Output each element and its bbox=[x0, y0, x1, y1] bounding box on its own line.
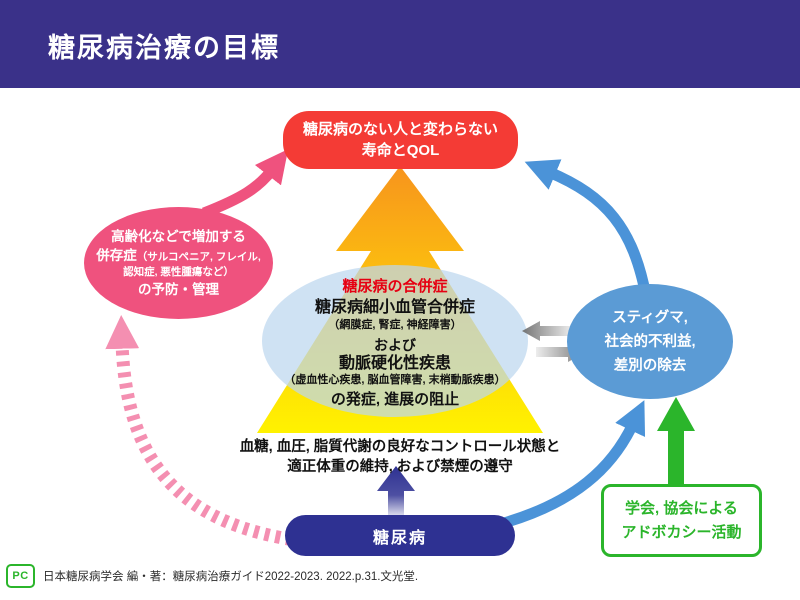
diabetes-node: 糖尿病 bbox=[285, 515, 515, 556]
control-line1: 血糖, 血圧, 脂質代謝の良好なコントロール状態と bbox=[239, 439, 561, 455]
complications-line1: 糖尿病細小血管合併症 bbox=[314, 299, 475, 316]
advocacy-line1: 学会, 協会による bbox=[625, 499, 738, 517]
gray-arrow-left-icon bbox=[522, 321, 572, 341]
complications-line6: の発症, 進展の阻止 bbox=[330, 391, 460, 408]
pc-logo-icon: PC bbox=[6, 564, 35, 588]
complications-line4: 動脈硬化性疾患 bbox=[338, 355, 451, 372]
comorbidity-line2: 併存症（サルコペニア, フレイル, bbox=[96, 247, 261, 263]
complications-text: 糖尿病の合併症 糖尿病細小血管合併症 （網膜症, 腎症, 神経障害） および 動… bbox=[243, 277, 547, 410]
advocacy-node: 学会, 協会による アドボカシー活動 bbox=[601, 484, 762, 557]
footer: PC 日本糖尿病学会 編・著：糖尿病治療ガイド2022-2023. 2022.p… bbox=[6, 564, 418, 588]
goal-node: 糖尿病のない人と変わらない 寿命とQOL bbox=[283, 111, 518, 169]
header-bar: 糖尿病治療の目標 bbox=[0, 0, 800, 88]
control-text: 血糖, 血圧, 脂質代謝の良好なコントロール状態と 適正体重の維持, および禁煙… bbox=[208, 437, 592, 477]
navy-arrow-icon bbox=[377, 466, 415, 519]
diabetes-label: 糖尿病 bbox=[372, 529, 427, 547]
citation-text: 日本糖尿病学会 編・著：糖尿病治療ガイド2022-2023. 2022.p.31… bbox=[43, 571, 419, 583]
control-line2: 適正体重の維持, および禁煙の遵守 bbox=[287, 459, 513, 475]
stigma-line3: 差別の除去 bbox=[613, 357, 687, 374]
pink-curved-arrow-icon bbox=[201, 149, 289, 219]
green-arrow-icon bbox=[657, 397, 695, 488]
dashed-pink-arc-arrow-icon bbox=[105, 314, 303, 548]
blue-curved-arrow-top-icon bbox=[524, 159, 652, 298]
goal-line2: 寿命とQOL bbox=[361, 142, 440, 159]
complications-line5: （虚血性心疾患, 脳血管障害, 末梢動脈疾患） bbox=[284, 374, 506, 386]
complications-heading: 糖尿病の合併症 bbox=[342, 278, 448, 295]
comorbidity-line3: 認知症, 悪性腫瘍など） bbox=[123, 265, 234, 278]
complications-ellipse bbox=[262, 265, 528, 417]
advocacy-line2: アドボカシー活動 bbox=[621, 523, 742, 541]
blue-curved-arrow-bottom-icon bbox=[502, 400, 646, 529]
stigma-line1: スティグマ, bbox=[612, 309, 688, 326]
comorbidity-line1: 高齢化などで増加する bbox=[111, 228, 246, 244]
stigma-line2: 社会的不利益, bbox=[604, 333, 696, 350]
comorbidity-line4: の予防・管理 bbox=[138, 281, 219, 297]
comorbidity-node: 高齢化などで増加する 併存症（サルコペニア, フレイル, 認知症, 悪性腫瘍など… bbox=[84, 207, 273, 319]
complications-line3: および bbox=[374, 337, 416, 353]
stigma-node: スティグマ, 社会的不利益, 差別の除去 bbox=[567, 284, 733, 399]
complications-line2: （網膜症, 腎症, 神経障害） bbox=[328, 319, 462, 331]
goal-line1: 糖尿病のない人と変わらない bbox=[302, 121, 498, 138]
page-title: 糖尿病治療の目標 bbox=[48, 33, 280, 63]
